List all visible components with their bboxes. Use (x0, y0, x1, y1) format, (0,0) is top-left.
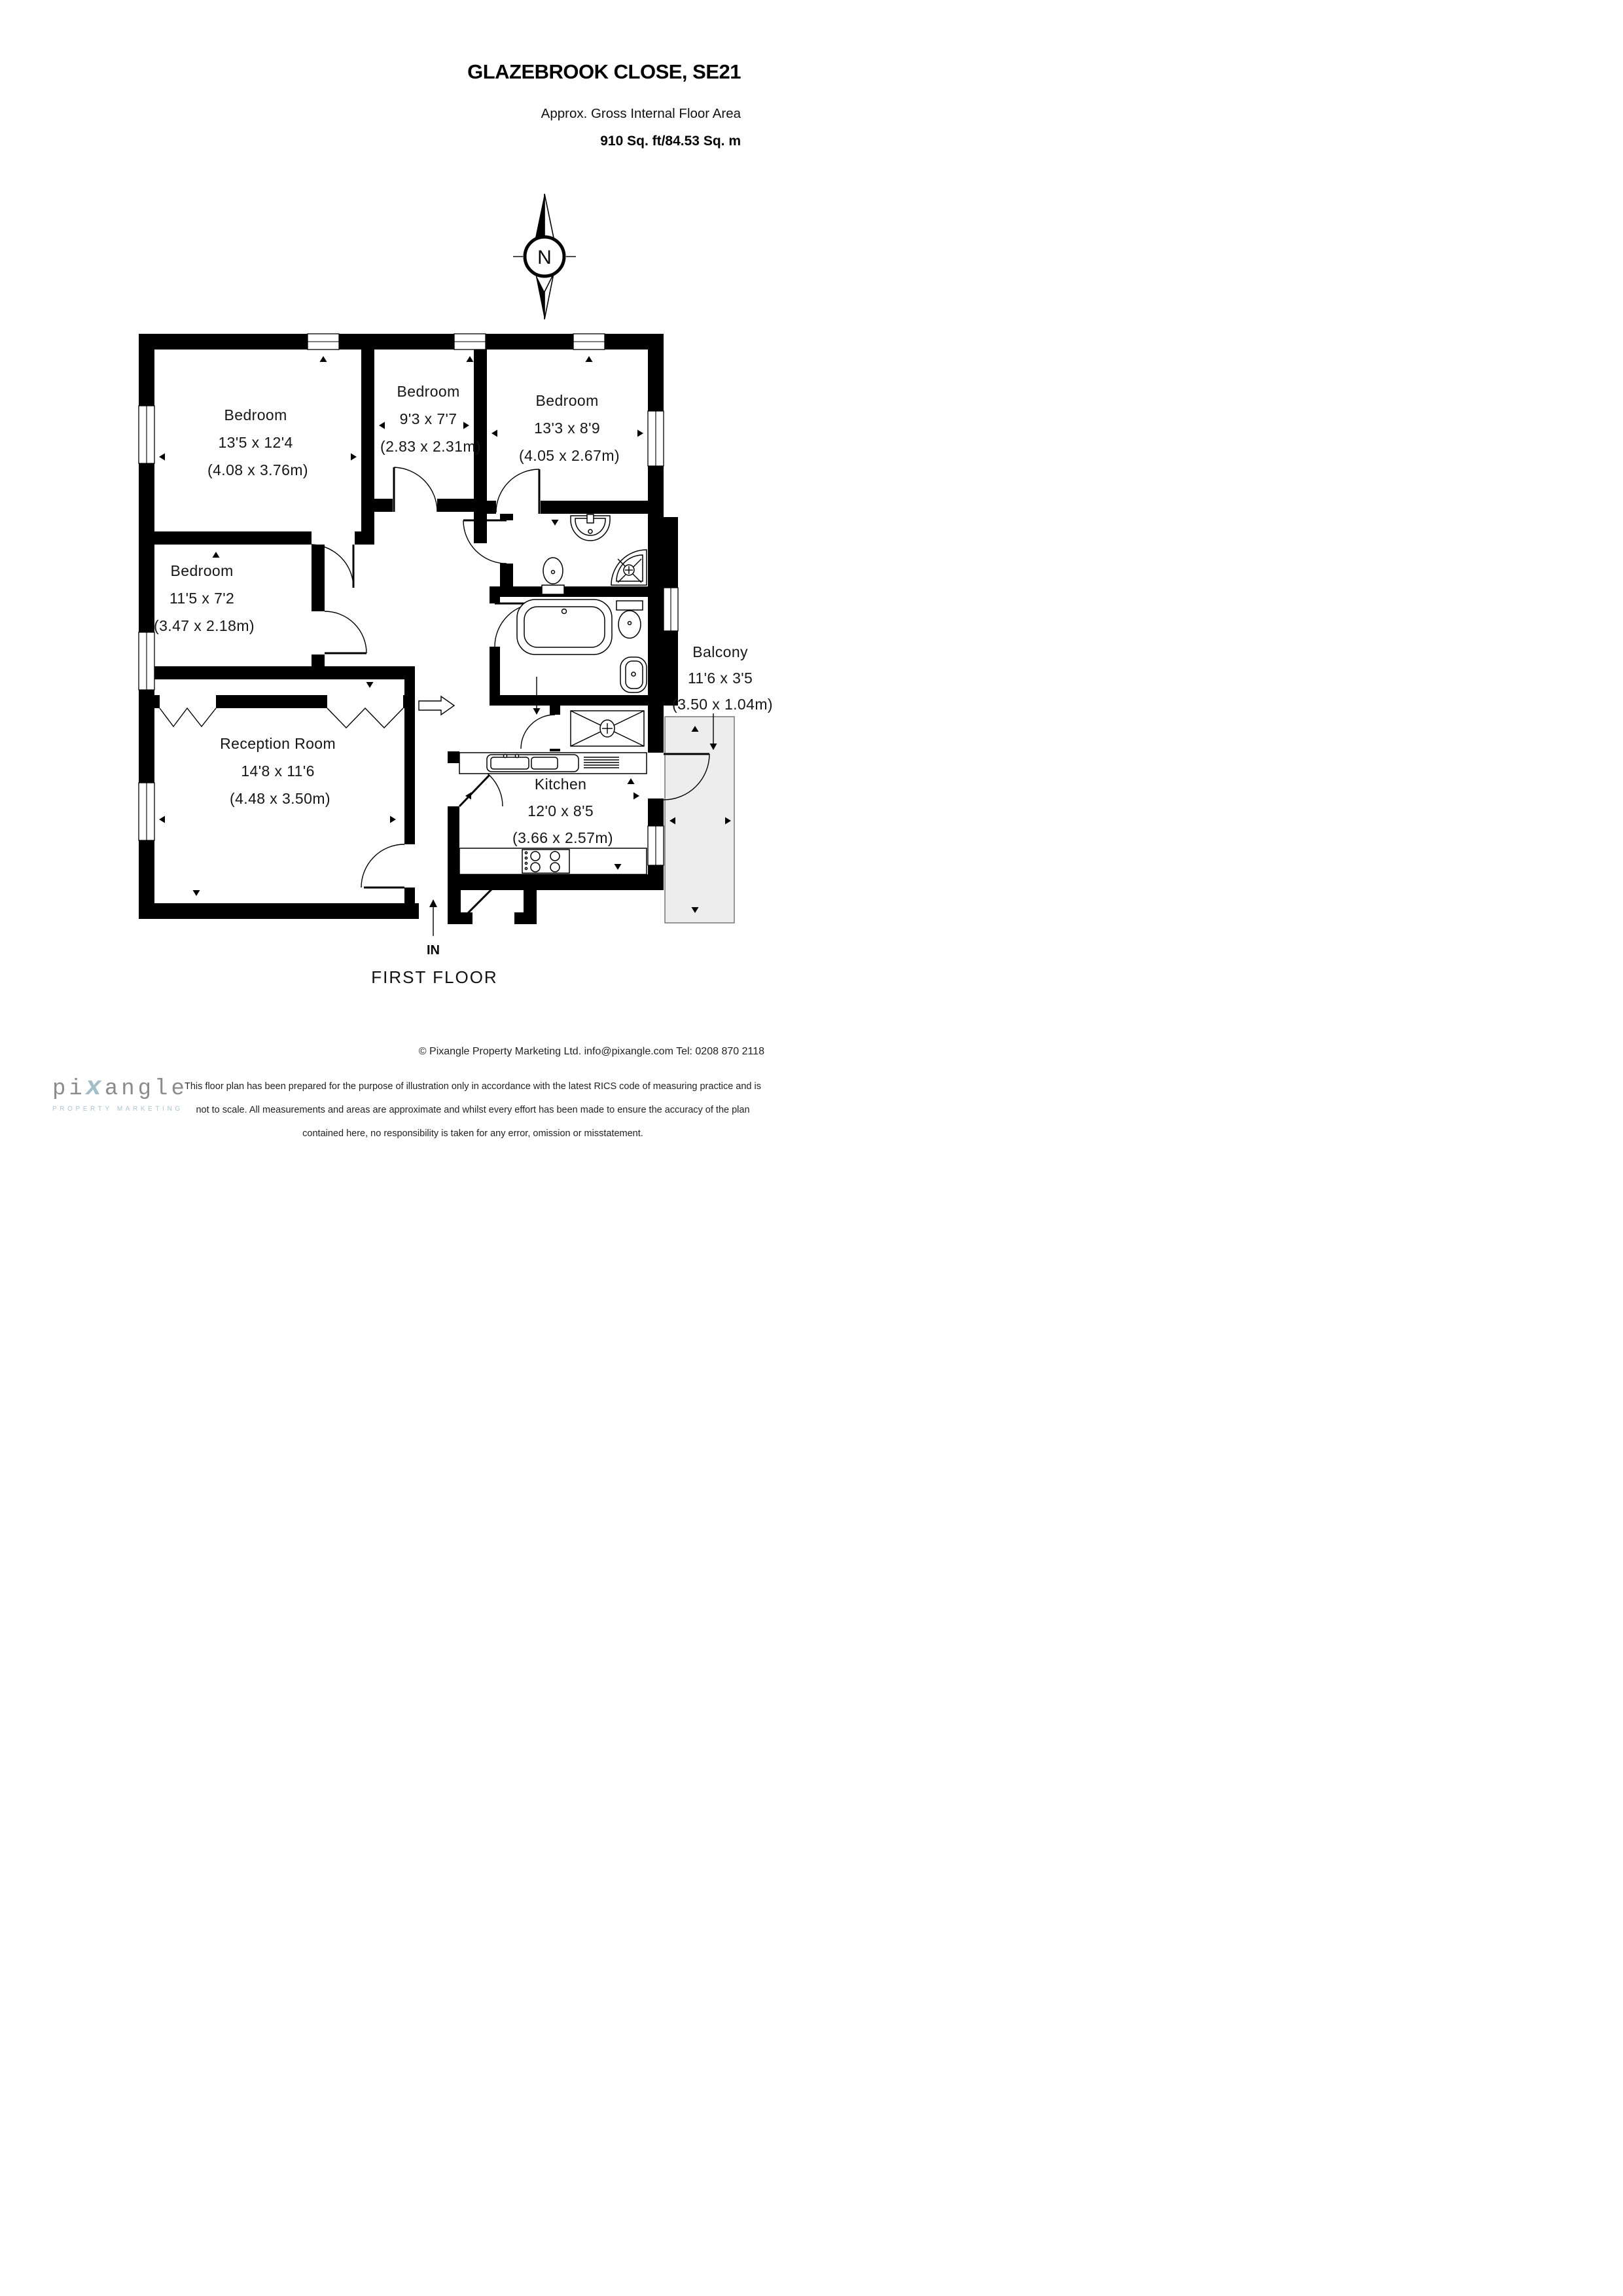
disclaimer: This floor plan has been prepared for th… (181, 1075, 764, 1145)
measure-arrow (351, 453, 357, 461)
label-kitchen: Kitchen 12'0 x 8'5 (3.66 x 2.57m) (512, 776, 613, 846)
measure-arrow (319, 356, 327, 362)
measure-arrow (633, 792, 639, 800)
pixangle-logo: pixangle PROPERTY MARKETING (52, 1073, 188, 1113)
windows (138, 333, 679, 866)
sink-icon (620, 656, 647, 693)
measurement-arrows (159, 356, 643, 896)
balcony-area (664, 713, 735, 924)
door-balcony (663, 753, 710, 800)
balcony-leader-arrow (709, 744, 717, 750)
door-bedroom4 (324, 611, 367, 655)
measure-arrow (390, 816, 396, 823)
corner-shower-icon (611, 549, 647, 586)
window-icon (138, 782, 155, 841)
compass-label: N (537, 247, 552, 268)
measure-arrow (533, 708, 541, 715)
window-icon (573, 333, 605, 350)
label-balcony: Balcony 11'6 x 3'5 (3.50 x 1.04m) (672, 643, 773, 713)
fixtures (459, 514, 647, 875)
kitchen-sink-icon (459, 752, 647, 774)
entrance-arrow (429, 899, 437, 936)
toilet-icon (616, 600, 643, 639)
door-reception (361, 844, 405, 889)
label-bedroom1: Bedroom 13'5 x 12'4 (4.08 x 3.76m) (207, 406, 308, 478)
label-bedroom2: Bedroom 9'3 x 7'7 (2.83 x 2.31m) (380, 383, 481, 455)
door-bedroom3 (495, 469, 541, 514)
window-icon (138, 632, 155, 691)
closet-bifold-doors (159, 707, 404, 729)
window-icon (307, 333, 340, 350)
floorplan-drawing: N (138, 193, 773, 987)
measure-arrow (669, 817, 675, 825)
window-icon (454, 333, 486, 350)
hob-icon (459, 848, 647, 875)
window-icon (138, 405, 155, 464)
door-entrance (461, 878, 503, 920)
door-bedroom2 (393, 467, 438, 512)
measure-arrow (159, 453, 165, 461)
header: GLAZEBROOK CLOSE, SE21 Approx. Gross Int… (467, 60, 741, 149)
window-icon (647, 825, 664, 866)
label-reception: Reception Room 14'8 x 11'6 (4.48 x 3.50m… (220, 735, 340, 807)
disclaimer-line: This floor plan has been prepared for th… (185, 1081, 761, 1092)
door-bedroom1 (311, 544, 355, 588)
measure-arrow (614, 864, 622, 870)
bath-icon (516, 599, 613, 655)
toilet-icon (541, 557, 565, 595)
label-bedroom4: Bedroom 11'5 x 7'2 (3.47 x 2.18m) (154, 562, 255, 634)
measure-arrow (466, 356, 474, 362)
floorplan-page: GLAZEBROOK CLOSE, SE21 Approx. Gross Int… (0, 0, 812, 1148)
label-bedroom3: Bedroom 13'3 x 8'9 (4.05 x 2.67m) (519, 392, 620, 464)
measure-arrow (551, 520, 559, 526)
measure-arrow (465, 792, 471, 800)
measure-arrow (627, 778, 635, 784)
floor-label: FIRST FLOOR (371, 967, 497, 987)
copyright-line: © Pixangle Property Marketing Ltd. info@… (418, 1046, 764, 1057)
sink-icon (570, 514, 611, 541)
measure-arrow (637, 429, 643, 437)
logo-part: angle (104, 1077, 188, 1102)
measure-arrow (691, 907, 699, 913)
logo-wordmark: pixangle (52, 1073, 188, 1103)
logo-part: pi (52, 1077, 86, 1102)
disclaimer-line: not to scale. All measurements and areas… (196, 1105, 750, 1115)
measure-arrow (192, 890, 200, 896)
room-labels: Bedroom 13'5 x 12'4 (4.08 x 3.76m) Bedro… (154, 383, 773, 846)
shower-tray-icon (570, 710, 645, 747)
floor-area-subtitle: Approx. Gross Internal Floor Area (541, 106, 741, 121)
window-icon (663, 587, 679, 632)
door-openings (312, 499, 664, 888)
doors (159, 467, 710, 920)
page-title: GLAZEBROOK CLOSE, SE21 (467, 60, 741, 83)
entrance-label: IN (427, 943, 440, 958)
measure-arrow (366, 682, 374, 688)
measure-arrow (463, 422, 469, 429)
window-icon (647, 410, 664, 467)
floor-area-value: 910 Sq. ft/84.53 Sq. m (600, 134, 741, 149)
logo-x: x (85, 1073, 105, 1103)
measure-arrow (725, 817, 731, 825)
logo-tagline: PROPERTY MARKETING (52, 1105, 183, 1113)
measure-arrow (379, 422, 385, 429)
measure-arrow (585, 356, 593, 362)
measure-arrow (212, 552, 220, 558)
door-shower-room (520, 714, 556, 749)
disclaimer-line: contained here, no responsibility is tak… (302, 1128, 643, 1139)
door-ensuite (463, 519, 507, 564)
hallway-direction-arrow (418, 695, 455, 716)
measure-arrow (491, 429, 497, 437)
measure-arrow (691, 726, 699, 732)
north-compass-icon: N (513, 193, 576, 320)
measure-arrow (159, 816, 165, 823)
